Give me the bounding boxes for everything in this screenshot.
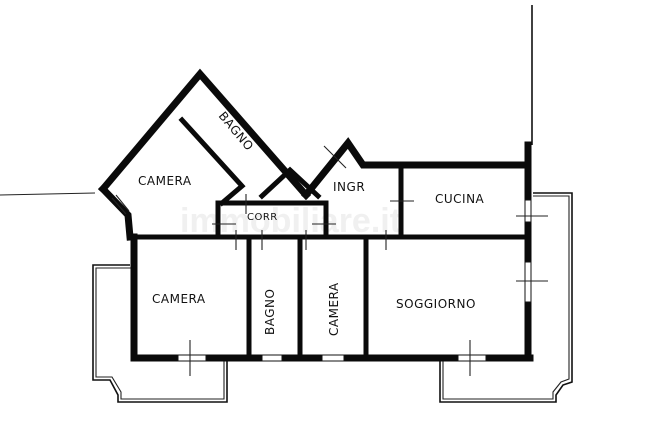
- balcony-east: [439, 192, 573, 403]
- watermark: immobiliare.it: [180, 202, 401, 240]
- balcony-west: [92, 264, 228, 403]
- label-corridoio: CORR: [247, 212, 278, 223]
- site-lines: [0, 5, 533, 196]
- windows: [111, 194, 532, 362]
- label-cucina: CUCINA: [435, 192, 485, 206]
- label-camera-south: CAMERA: [327, 282, 341, 336]
- interior-walls: [131, 116, 531, 361]
- exterior-walls: [98, 68, 534, 362]
- label-camera-nw: CAMERA: [138, 174, 192, 188]
- door-marks: [189, 145, 548, 376]
- label-ingresso: INGR: [333, 180, 365, 194]
- label-soggiorno: SOGGIORNO: [396, 297, 476, 311]
- label-bagno-south: BAGNO: [263, 289, 277, 335]
- label-camera-sw: CAMERA: [152, 292, 206, 306]
